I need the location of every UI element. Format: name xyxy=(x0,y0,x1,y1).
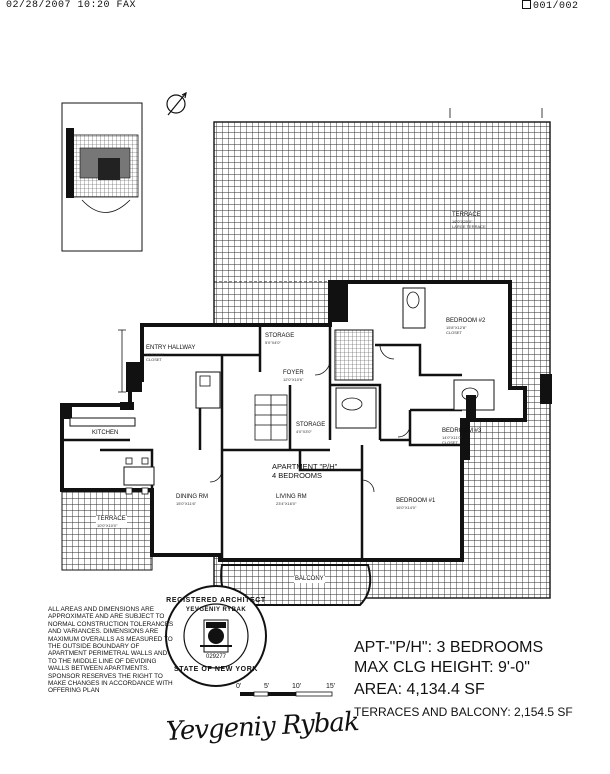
room-name: TERRACE xyxy=(452,212,481,218)
balcony xyxy=(220,564,372,606)
seal-name: YEVGENIY RYBAK xyxy=(185,607,247,613)
room-label-balcony: BALCONY xyxy=(294,576,325,583)
fax-datetime: 02/28/2007 10:20 FAX xyxy=(6,0,137,11)
room-label-bedroom-1: BEDROOM #1 16'0"x14'0" xyxy=(396,498,435,510)
seal-bottom-text: STATE OF NEW YORK xyxy=(173,666,259,673)
room-label-terrace: TERRACE 16'0"x20'0" LARGE TERRACE xyxy=(452,212,486,229)
fax-page-label: 001/002 xyxy=(533,1,579,12)
apartment-area: AREA: 4,134.4 SF xyxy=(354,681,485,698)
room-name: STORAGE xyxy=(296,422,326,428)
room-size: 15'8"x12'8" xyxy=(446,325,467,330)
room-size: 16'0"x20'0" xyxy=(452,219,473,224)
room-size: 15'0"x11'6" xyxy=(176,501,197,506)
room-size: 14'0"x11'0" xyxy=(442,435,463,440)
apartment-label: APARTMENT "P/H" 4 BEDROOMS xyxy=(272,462,337,480)
room-size: 10'0"x10'0" xyxy=(97,523,118,528)
scale-label-10: 10' xyxy=(292,683,302,690)
room-sub: CLOSET xyxy=(446,330,463,335)
room-size: 4'0"x3'0" xyxy=(296,429,312,434)
room-size: 12'0"x10'6" xyxy=(283,377,304,382)
room-label-kitchen: KITCHEN xyxy=(92,430,119,436)
room-sub: CLOSET xyxy=(442,440,459,445)
stair xyxy=(254,394,288,441)
room-sub: LARGE TERRACE xyxy=(452,224,486,229)
apartment-name: APARTMENT "P/H" xyxy=(272,462,338,471)
apartment-sub: 4 BEDROOMS xyxy=(272,471,323,480)
room-label-storage-2: STORAGE 4'0"x3'0" xyxy=(296,422,325,434)
room-name: FOYER xyxy=(283,370,304,376)
room-name: LIVING RM xyxy=(276,494,307,500)
room-size: 5'0"x4'0" xyxy=(265,340,281,345)
room-label-foyer: FOYER 12'0"x10'6" xyxy=(283,370,304,382)
terraces-balcony-area: TERRACES AND BALCONY: 2,154.5 SF xyxy=(354,705,573,719)
scale-bar xyxy=(240,691,333,697)
north-arrow-icon xyxy=(166,91,187,116)
room-label-entry-hallway: ENTRY HALLWAY 17'8"x5'0" CLOSET xyxy=(146,345,195,362)
architect-seal xyxy=(165,585,267,687)
scale-label-5: 5' xyxy=(264,683,270,690)
max-ceiling-height: MAX CLG HEIGHT: 9'-0" xyxy=(354,659,530,676)
kitchen-island xyxy=(69,417,155,495)
room-name: ENTRY HALLWAY xyxy=(146,345,196,351)
key-plan xyxy=(61,102,143,252)
disclaimer-notes: ALL AREAS AND DIMENSIONS ARE APPROXIMATE… xyxy=(48,606,174,695)
scale-label-0: 0' xyxy=(236,683,242,690)
room-label-terrace-left: TERRACE 10'0"x10'0" xyxy=(96,516,127,528)
room-label-bedroom-3: BEDROOM #3 14'0"x11'0" CLOSET xyxy=(442,428,481,445)
room-sub: CLOSET xyxy=(146,357,163,362)
room-name: BEDROOM #3 xyxy=(442,428,482,434)
dimension-lines xyxy=(118,108,543,393)
room-label-living: LIVING RM 23'4"x16'0" xyxy=(276,494,307,506)
apartment-type: APT-"P/H": 3 BEDROOMS xyxy=(354,639,544,656)
scale-label-15: 15' xyxy=(326,683,336,690)
fax-page-number: 001/002 xyxy=(522,0,579,12)
room-name: TERRACE xyxy=(97,516,126,522)
structural-columns xyxy=(62,282,476,460)
seal-number: 029277 xyxy=(205,654,227,660)
room-size: 23'4"x16'0" xyxy=(276,501,297,506)
door-swings xyxy=(209,344,411,493)
room-name: DINING RM xyxy=(176,494,208,500)
room-name: STORAGE xyxy=(265,333,295,339)
room-name: BEDROOM #2 xyxy=(446,318,486,324)
fax-icon xyxy=(522,0,531,9)
room-label-storage: STORAGE 5'0"x4'0" xyxy=(265,333,294,345)
room-size: 16'0"x14'0" xyxy=(396,505,417,510)
room-label-bedroom-2: BEDROOM #2 15'8"x12'8" CLOSET xyxy=(446,318,485,335)
seal-top-text: REGISTERED ARCHITECT xyxy=(166,597,266,604)
room-size: 17'8"x5'0" xyxy=(146,352,165,357)
room-label-dining: DINING RM 15'0"x11'6" xyxy=(176,494,208,506)
room-name: BEDROOM #1 xyxy=(396,498,436,504)
